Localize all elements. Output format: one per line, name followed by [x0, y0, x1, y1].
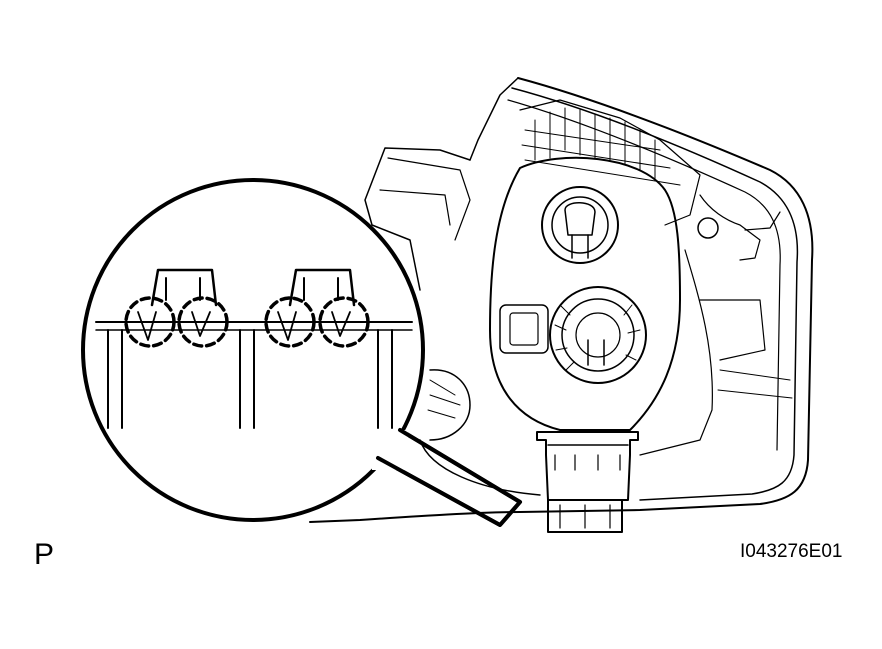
side-marker-socket [427, 369, 471, 441]
figure-id: I043276E01 [740, 541, 843, 562]
reflector-grid [519, 99, 781, 261]
wire-connector [536, 431, 639, 533]
detail-callout [81, 178, 522, 527]
view-label: P [34, 538, 55, 571]
lamp-housing [309, 77, 814, 523]
rear-cover [489, 156, 793, 456]
upper-bulb-socket [541, 186, 619, 264]
claw-indicators [124, 296, 370, 348]
lower-bulb-socket [499, 286, 647, 384]
